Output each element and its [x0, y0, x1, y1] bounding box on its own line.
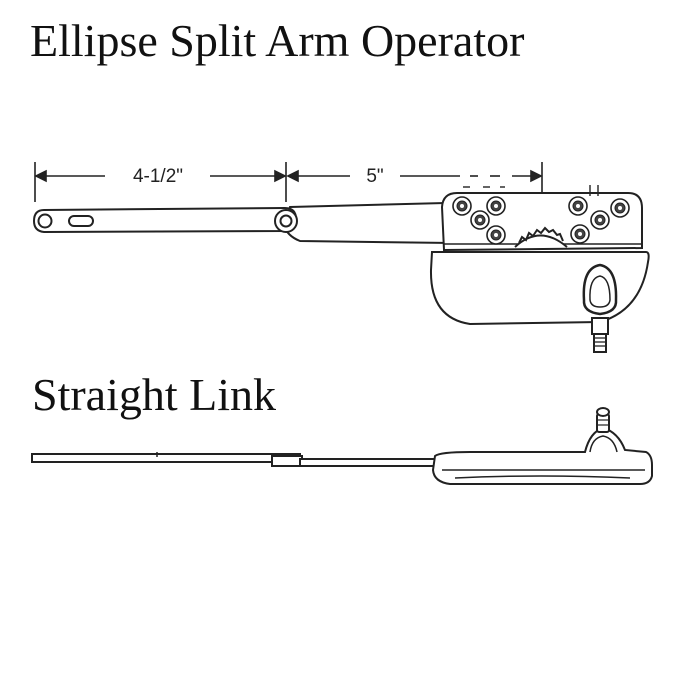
product-title: Ellipse Split Arm Operator: [30, 15, 525, 66]
split-arm-operator: [32, 185, 650, 353]
straight-link-connector: [271, 455, 303, 467]
dimension-line-link: [34, 162, 287, 202]
straight-arm-bar: [299, 458, 441, 467]
gear-segment: [514, 234, 568, 248]
link-end-hole: [37, 213, 53, 229]
straight-link-operator: [31, 407, 653, 485]
link-slot: [68, 215, 94, 227]
section-title-straight-link: Straight Link: [32, 369, 277, 420]
straight-link-bar: [31, 453, 301, 463]
crank-stud: [591, 317, 609, 335]
dimension-label-body: 5": [366, 166, 383, 187]
main-arm: [281, 201, 454, 245]
straight-crank-housing: [589, 435, 618, 453]
dimension-label-link: 4-1/2": [133, 166, 183, 187]
